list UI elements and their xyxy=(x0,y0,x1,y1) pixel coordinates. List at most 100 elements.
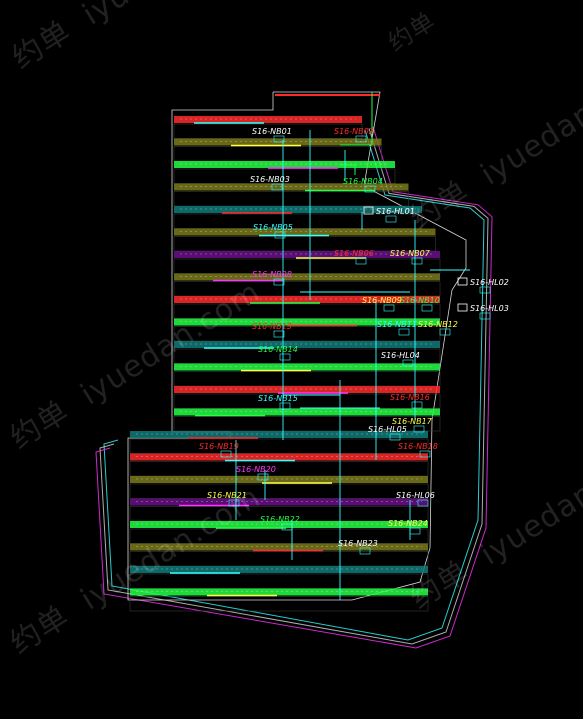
row-band xyxy=(174,183,409,191)
device-label-nb21: S16-NB21 xyxy=(207,491,247,507)
row-cell xyxy=(173,371,441,387)
device-label-nb08: S16-NB08 xyxy=(252,270,292,286)
tag-box-icon xyxy=(389,433,401,441)
row-band xyxy=(174,251,440,258)
building-row xyxy=(173,363,441,387)
tag-box-icon xyxy=(279,353,291,361)
panel-box-icon xyxy=(363,206,374,215)
device-label-text: S16-HL04 xyxy=(381,351,420,360)
device-label-nb12: S16-NB12 xyxy=(418,320,458,336)
tag-box-icon xyxy=(271,183,283,191)
tag-box-icon xyxy=(228,499,240,507)
tag-box-icon xyxy=(419,450,431,458)
device-label-text: S16-HL05 xyxy=(368,425,407,434)
device-label-nb09: S16-NB09 xyxy=(362,296,402,312)
row-band xyxy=(174,116,362,123)
tag-box-icon xyxy=(273,278,285,286)
tag-box-icon xyxy=(417,499,429,507)
device-label-text: S16-NB23 xyxy=(338,539,378,548)
tag-box-icon xyxy=(411,257,423,265)
building-row xyxy=(173,408,441,432)
device-label-hl06: S16-HL06 xyxy=(396,491,435,507)
device-label-hl05: S16-HL05 xyxy=(368,425,407,441)
panel-box-icon xyxy=(457,303,468,312)
device-label-nb01: S16-NB01 xyxy=(252,127,292,143)
device-label-text: S16-NB08 xyxy=(252,270,292,279)
boundary-line xyxy=(95,126,493,649)
device-label-nb23: S16-NB23 xyxy=(338,539,378,555)
device-label-text: S16-NB07 xyxy=(390,249,431,258)
device-label-text: S16-NB11 xyxy=(377,320,417,329)
device-label-nb17: S16-NB17 xyxy=(392,417,433,433)
device-label-hl03: S16-HL03 xyxy=(457,303,509,320)
row-cell xyxy=(129,438,429,454)
device-label-text: S16-NB16 xyxy=(390,393,430,402)
row-band xyxy=(130,476,428,483)
device-label-text: S16-NB13 xyxy=(252,322,292,331)
device-label-text: S16-NB03 xyxy=(250,175,290,184)
tag-box-icon xyxy=(355,135,367,143)
row-cell xyxy=(129,573,429,589)
device-label-nb11: S16-NB11 xyxy=(377,320,417,336)
device-label-text: S16-NB05 xyxy=(253,223,293,232)
cable-route xyxy=(340,92,373,146)
boundary-line xyxy=(103,129,485,641)
device-label-nb15: S16-NB15 xyxy=(258,394,298,410)
device-label-text: S16-NB12 xyxy=(418,320,458,329)
device-label-text: S16-NB20 xyxy=(236,465,276,474)
device-label-text: S16-NB24 xyxy=(388,519,428,528)
tag-box-icon xyxy=(355,257,367,265)
building-row xyxy=(129,588,429,612)
tag-box-icon xyxy=(281,523,293,531)
tag-box-icon xyxy=(411,401,423,409)
tag-box-icon xyxy=(273,135,285,143)
device-label-nb16: S16-NB16 xyxy=(390,393,430,409)
row-cell xyxy=(129,596,429,612)
row-cell xyxy=(129,461,429,477)
row-cell xyxy=(173,146,382,162)
device-label-nb24: S16-NB24 xyxy=(388,519,428,535)
device-label-text: S16-NB15 xyxy=(258,394,298,403)
tag-box-icon xyxy=(257,473,269,481)
device-label-text: S16-HL06 xyxy=(396,491,435,500)
tag-box-icon xyxy=(274,231,286,239)
device-label-text: S16-NB18 xyxy=(398,442,438,451)
tag-box-icon xyxy=(479,286,491,294)
panel-box-icon xyxy=(457,277,468,286)
device-label-text: S16-NB19 xyxy=(199,442,239,451)
tag-box-icon xyxy=(398,328,410,336)
tag-box-icon xyxy=(409,527,421,535)
row-band xyxy=(174,273,440,281)
device-label-nb03: S16-NB03 xyxy=(250,175,290,191)
device-label-text: S16-NB06 xyxy=(334,249,374,258)
row-cell xyxy=(173,213,423,229)
device-label-nb18: S16-NB18 xyxy=(398,442,438,458)
device-label-hl01: S16-HL01 xyxy=(363,206,415,223)
row-band xyxy=(130,453,428,461)
row-band xyxy=(174,161,395,168)
row-band xyxy=(174,386,440,393)
row-band xyxy=(130,431,428,438)
device-label-nb07: S16-NB07 xyxy=(390,249,431,265)
building-rows xyxy=(129,94,441,612)
row-band xyxy=(130,521,428,528)
device-label-nb19: S16-NB19 xyxy=(199,442,239,458)
device-label-nb02: S16-NB02 xyxy=(334,127,374,143)
row-band xyxy=(130,588,428,596)
cable-routes xyxy=(235,92,470,600)
building-row xyxy=(129,566,429,589)
row-band xyxy=(130,566,428,573)
row-cell xyxy=(173,191,409,207)
device-label-text: S16-NB22 xyxy=(260,515,300,524)
tag-box-icon xyxy=(385,215,397,223)
tag-box-icon xyxy=(279,402,291,410)
device-label-hl04: S16-HL04 xyxy=(381,351,420,367)
device-label-text: S16-NB02 xyxy=(334,127,374,136)
device-label-text: S16-HL03 xyxy=(470,304,509,313)
device-label-nb14: S16-NB14 xyxy=(258,345,298,361)
building-row xyxy=(173,183,409,207)
row-cell xyxy=(129,483,429,499)
row-band xyxy=(174,408,440,416)
tag-box-icon xyxy=(479,312,491,320)
